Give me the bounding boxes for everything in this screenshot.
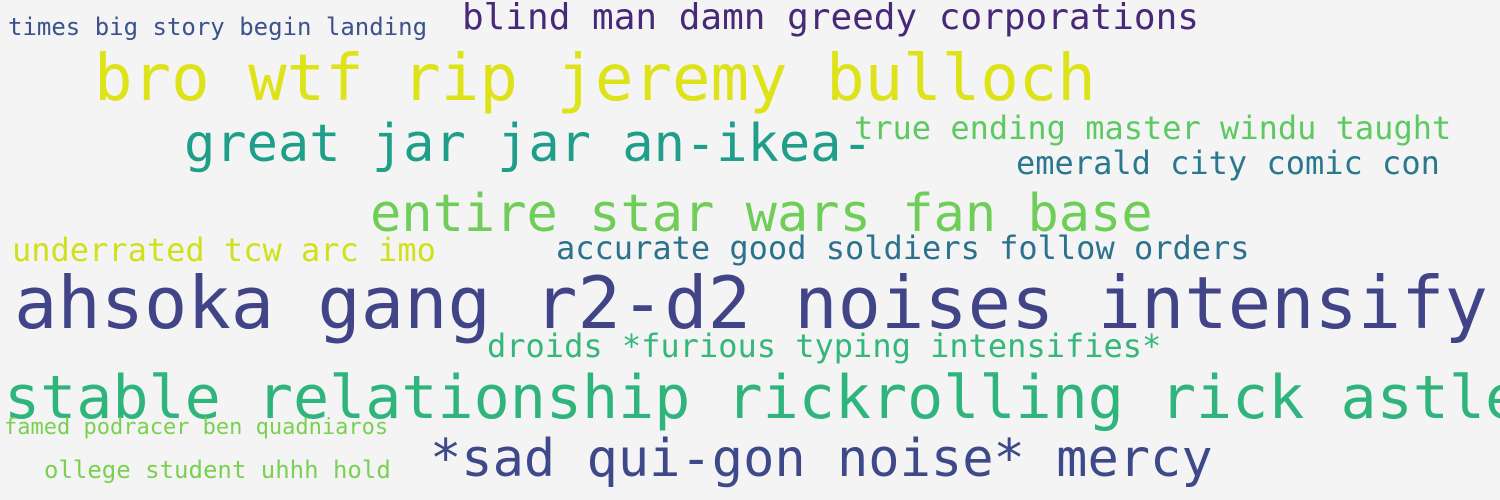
phrase-bro-wtf: bro wtf rip jeremy bulloch	[94, 42, 1096, 116]
phrase-true-ending: true ending master windu taught	[854, 109, 1452, 147]
phrase-emerald-city: emerald city comic con	[1016, 144, 1440, 182]
phrase-college-student: ollege student uhhh hold	[44, 456, 391, 484]
phrase-droids-furious-typing: droids *furious typing intensifies*	[487, 327, 1162, 365]
phrase-sad-qui-gon: *sad qui-gon noise* mercy	[430, 429, 1213, 489]
phrase-famed-podracer: famed podracer ben quadniaros	[4, 415, 389, 440]
phrase-ahsoka-gang: ahsoka gang r2-d2 noises intensify	[14, 261, 1488, 345]
phrase-times-big-story: times big story begin landing	[8, 13, 428, 41]
phrase-blind-man: blind man damn greedy corporations	[462, 0, 1199, 38]
phrase-great-jar-jar: great jar jar an-ikea-	[184, 114, 873, 174]
phrase-underrated-tcw: underrated tcw arc imo	[12, 231, 436, 269]
phrase-stable-relationship: stable relationship rickrolling rick ast…	[4, 363, 1500, 433]
phrase-entire-star-wars: entire star wars fan base	[370, 184, 1153, 244]
phrase-accurate-good-soldiers: accurate good soldiers follow orders	[556, 229, 1250, 267]
